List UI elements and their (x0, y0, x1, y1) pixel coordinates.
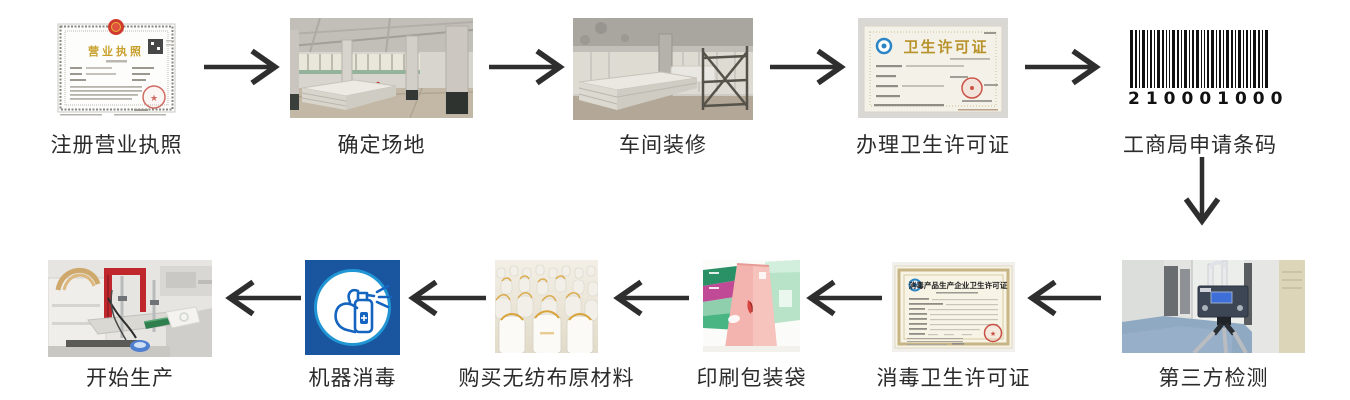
hygiene-license-photo: 卫生许可证 (858, 18, 1008, 118)
arrow-left-icon (1027, 279, 1101, 317)
step-buy-nonwoven-material: 购买无纺布原材料 (459, 260, 634, 390)
step-label: 办理卫生许可证 (856, 134, 1010, 157)
step-label: 开始生产 (86, 367, 174, 390)
third-party-testing-photo (1122, 260, 1305, 353)
factory-site-photo (290, 18, 473, 118)
red-seal (142, 85, 166, 109)
step-register-business-license: 营业执照 ★ 注册营业执照 (48, 14, 185, 157)
production-machine-photo (48, 260, 212, 357)
step-hygiene-license: 卫生许可证 办理卫生许可证 (856, 18, 1009, 157)
step-label: 购买无纺布原材料 (458, 367, 635, 390)
arrow-right-icon (1025, 48, 1101, 86)
arrow-right-icon (204, 48, 280, 86)
step-label: 机器消毒 (308, 367, 397, 390)
step-label: 第三方检测 (1158, 367, 1269, 390)
step-barcode: 210001000 工商局申请条码 (1123, 30, 1289, 157)
packaging-bags-photo (703, 260, 800, 352)
arrow-left-icon (408, 279, 486, 317)
step-start-production: 开始生产 (48, 260, 212, 390)
step-label: 注册营业执照 (50, 134, 183, 157)
step-third-party-testing: 第三方检测 (1122, 260, 1305, 390)
business-license-title: 营业执照 (88, 44, 144, 58)
step-label: 确定场地 (337, 134, 426, 157)
step-confirm-site: 确定场地 (290, 18, 473, 157)
business-license-photo: 营业执照 ★ (48, 14, 185, 118)
arrow-left-icon (806, 279, 882, 317)
machine-disinfection-icon (305, 260, 400, 355)
barcode-image (1128, 30, 1272, 88)
workshop-renovation-photo (573, 18, 753, 120)
arrow-left-icon (613, 279, 689, 317)
hygiene-license-title: 卫生许可证 (903, 38, 988, 56)
svg-text:★: ★ (150, 93, 158, 103)
disinfection-license-photo: 消毒产品生产企业卫生许可证 (892, 262, 1015, 352)
step-label: 印刷包装袋 (696, 367, 807, 390)
spray-bottle-hand-glyph (334, 284, 393, 334)
barcode-digits: 210001000 (1128, 89, 1289, 109)
step-print-packaging-bags: 印刷包装袋 (697, 260, 806, 390)
disinfection-license-title: 消毒产品生产企业卫生许可证 (909, 280, 1008, 290)
arrow-right-icon (770, 48, 846, 86)
svg-text:★: ★ (990, 330, 996, 338)
step-disinfection-license: 消毒产品生产企业卫生许可证 (877, 262, 1030, 390)
step-machine-disinfection: 机器消毒 (305, 260, 400, 390)
arrow-left-icon (225, 279, 301, 317)
nonwoven-rolls-photo (495, 260, 598, 353)
arrow-down-icon (1183, 157, 1221, 226)
step-label: 工商局申请条码 (1123, 134, 1277, 157)
step-label: 车间装修 (619, 134, 707, 157)
step-workshop-renovation: 车间装修 (573, 18, 753, 157)
step-label: 消毒卫生许可证 (876, 367, 1031, 390)
red-seal (983, 323, 1003, 343)
arrow-right-icon (489, 48, 565, 86)
